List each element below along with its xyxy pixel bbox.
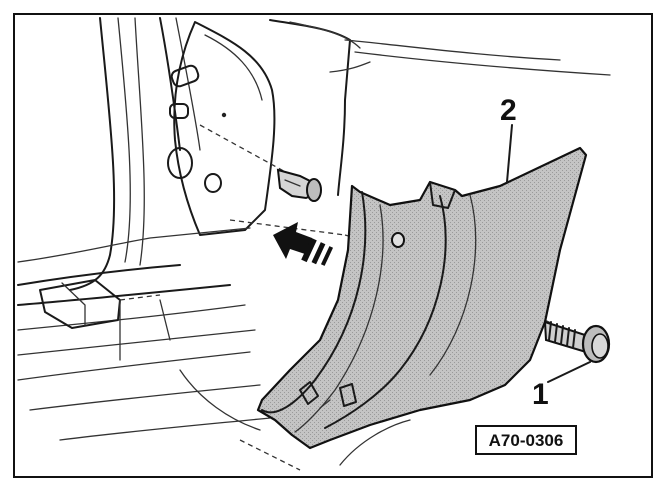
callout-1-leader [547, 361, 591, 383]
pillar-hole [221, 112, 227, 118]
callout-2-leader [506, 124, 513, 183]
trim-panel [256, 146, 588, 450]
callout-2-label: 2 [500, 94, 517, 127]
callout-1-label: 1 [532, 378, 549, 411]
reference-code: A70-0306 [489, 431, 564, 450]
direction-arrow [273, 222, 334, 266]
clip-fastener [276, 168, 322, 202]
pillar-slot [169, 103, 189, 119]
reference-code-box: A70-0306 [475, 425, 577, 455]
panel-mount-hole [391, 232, 405, 248]
screw [543, 320, 611, 364]
pillar-hole [204, 173, 222, 193]
pillar-slot [170, 64, 200, 88]
pillar-hole [167, 147, 193, 179]
